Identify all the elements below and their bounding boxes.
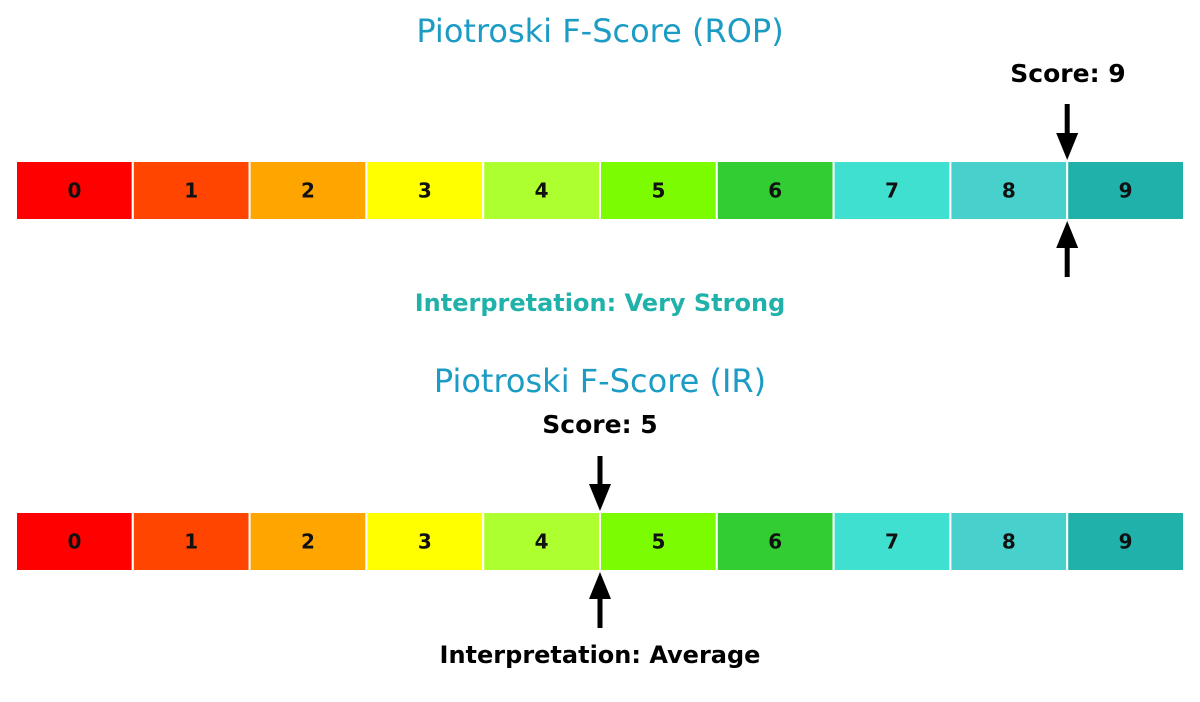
score-label: Score: 9 — [1010, 59, 1125, 88]
chart-title: Piotroski F-Score (IR) — [434, 362, 766, 400]
gauge-cell-9 — [1066, 160, 1185, 221]
gauge-cell-4 — [482, 160, 602, 221]
gauge-cell-label: 9 — [1119, 530, 1133, 554]
gauge-cell-2 — [248, 160, 368, 221]
gauge-cell-6 — [715, 160, 835, 221]
gauge-cell-9 — [1066, 511, 1185, 572]
score-arrows — [1056, 104, 1079, 277]
score-arrows — [589, 456, 611, 628]
gauge-cell-label: 7 — [885, 179, 899, 203]
gauge-bar: 0 1 2 3 4 5 6 7 8 9 — [15, 160, 1185, 221]
gauge-cell-7 — [832, 511, 952, 572]
gauge-cell-3 — [365, 511, 485, 572]
gauge-cell-label: 8 — [1002, 179, 1016, 203]
gauge-cell-5 — [599, 160, 718, 221]
arrow-up-icon — [589, 572, 611, 599]
gauge-cell-label: 6 — [768, 530, 782, 554]
gauge-cell-label: 6 — [768, 179, 782, 203]
gauge-cell-label: 3 — [418, 179, 432, 203]
gauge-cell-label: 4 — [535, 179, 549, 203]
gauge-cell-label: 0 — [67, 530, 81, 554]
gauge-cell-1 — [131, 511, 251, 572]
arrow-down-icon — [1056, 133, 1079, 160]
gauge-bar: 0 1 2 3 4 5 6 7 8 9 — [15, 511, 1185, 572]
gauge-cell-label: 4 — [535, 530, 549, 554]
gauge-cell-label: 1 — [184, 530, 198, 554]
gauge-cell-label: 5 — [651, 530, 665, 554]
gauge-cell-0 — [15, 511, 134, 572]
gauge-cell-label: 2 — [301, 179, 315, 203]
gauge-cell-1 — [131, 160, 251, 221]
gauge-cell-label: 5 — [651, 179, 665, 203]
gauge-cell-2 — [248, 511, 368, 572]
gauge-cell-label: 8 — [1002, 530, 1016, 554]
chart-rop: Piotroski F-Score (ROP) Score: 9 0 1 2 3 4 5 6… — [15, 12, 1185, 317]
gauge-cell-8 — [949, 511, 1069, 572]
arrow-down-icon — [589, 484, 611, 511]
arrow-up-icon — [1056, 221, 1079, 248]
chart-title: Piotroski F-Score (ROP) — [416, 12, 783, 50]
gauge-cell-8 — [949, 160, 1069, 221]
interpretation-label: Interpretation: Very Strong — [415, 289, 786, 317]
gauge-cell-label: 0 — [67, 179, 81, 203]
gauge-cell-label: 2 — [301, 530, 315, 554]
gauge-cell-label: 7 — [885, 530, 899, 554]
chart-ir: Piotroski F-Score (IR) Score: 5 0 1 2 3 4 5 6 7… — [15, 362, 1185, 669]
gauge-cell-7 — [832, 160, 952, 221]
gauge-cell-0 — [15, 160, 134, 221]
score-label: Score: 5 — [542, 410, 657, 439]
gauge-cell-label: 3 — [418, 530, 432, 554]
gauge-cell-label: 9 — [1119, 179, 1133, 203]
gauge-cell-label: 1 — [184, 179, 198, 203]
interpretation-label: Interpretation: Average — [440, 641, 761, 669]
